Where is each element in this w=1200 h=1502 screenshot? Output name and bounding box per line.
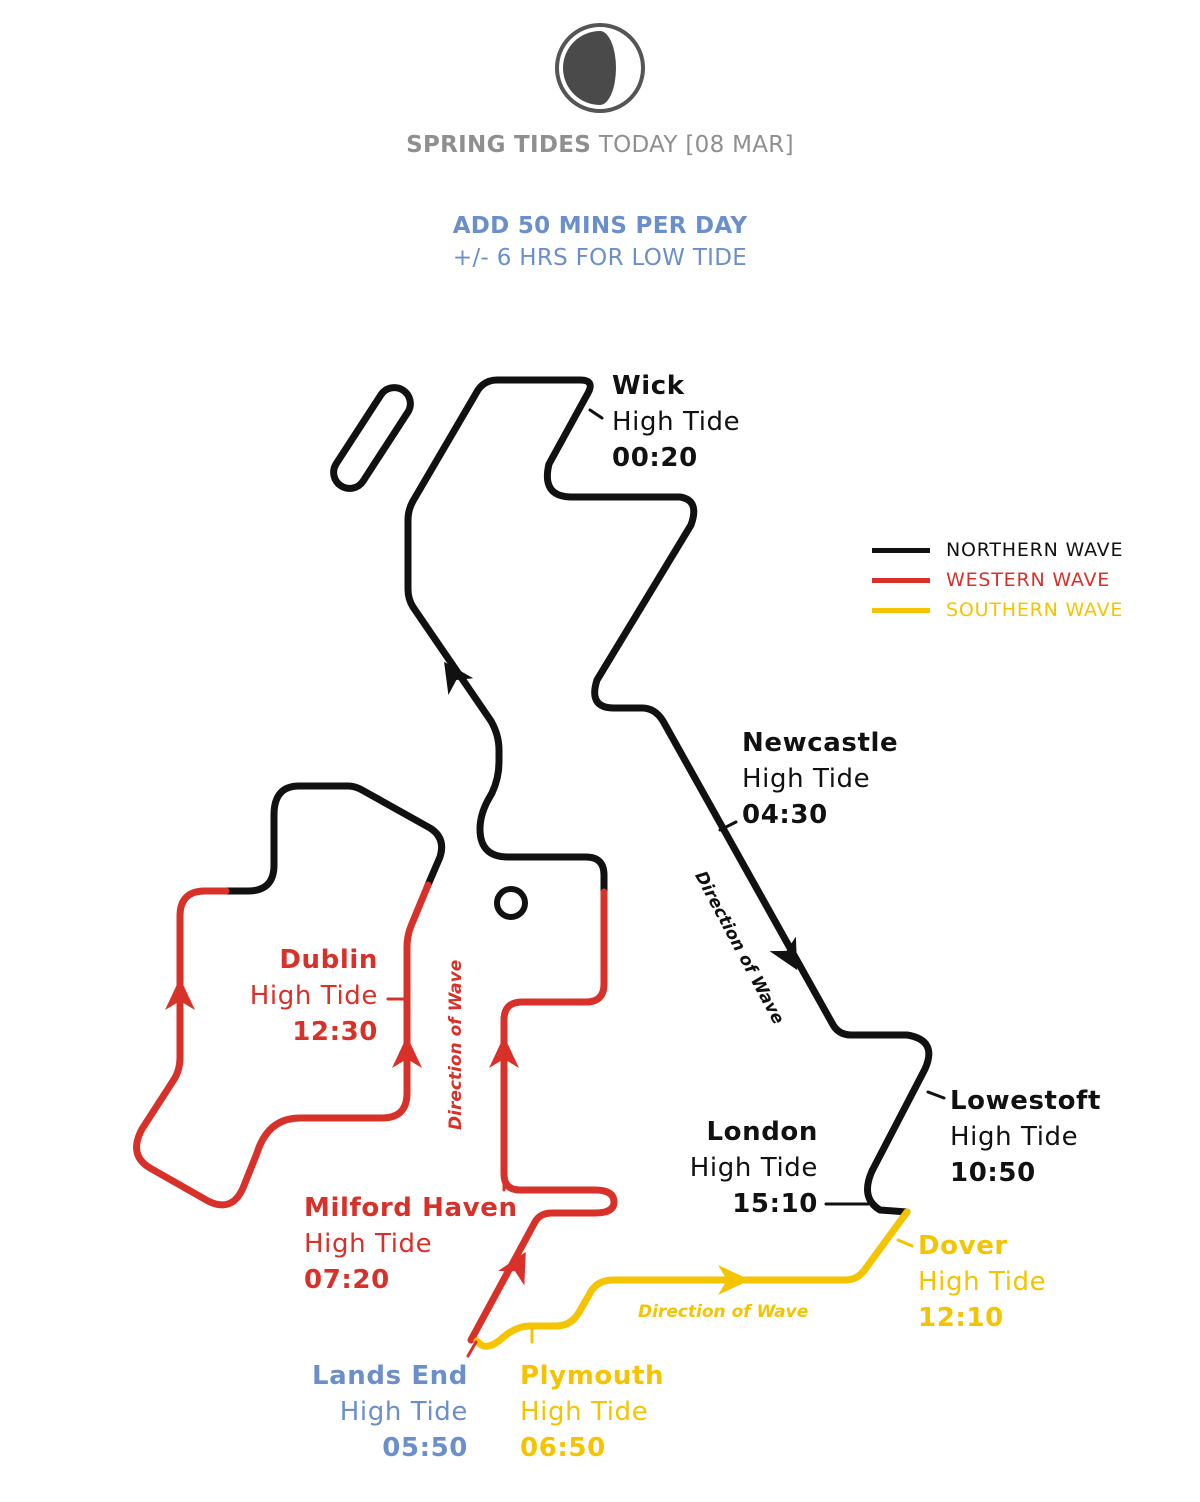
today-label: TODAY [08 MAR] [598,132,794,158]
port-time: 15:10 [732,1189,818,1219]
port-time: 10:50 [950,1158,1036,1188]
high-tide-label: High Tide [304,1229,433,1259]
low-tide-note: +/- 6 HRS FOR LOW TIDE [452,245,748,271]
legend-swatch [872,607,930,613]
port-time: 12:30 [292,1017,378,1047]
legend-swatch [872,577,930,583]
northern-wave-coast-ireland [222,782,446,895]
legend-item-southern: SOUTHERN WAVE [872,595,1123,625]
port-name: London [706,1117,818,1147]
spring-tides-label: SPRING TIDES [406,132,592,158]
arrow-up-icon [489,1036,519,1068]
hebrides-outline [330,384,414,492]
legend-label: WESTERN WAVE [946,569,1111,591]
port-time: 07:20 [304,1265,390,1295]
southern-wave-coast [473,1208,911,1350]
legend-swatch [872,547,930,553]
port-label-dublin: Dublin High Tide 12:30 [250,942,378,1050]
isle-of-man-outline [494,886,528,920]
arrow-right-icon [718,1265,750,1295]
port-time: 04:30 [742,800,828,830]
spring-tides-heading: SPRING TIDES TODAY [08 MAR] [0,132,1200,158]
port-name: Dover [918,1231,1008,1261]
high-tide-label: High Tide [689,1153,818,1183]
western-wave-coast-gb [467,888,618,1344]
port-name: Lowestoft [950,1086,1101,1116]
direction-label-south: Direction of Wave [638,1302,809,1322]
high-tide-label: High Tide [742,764,871,794]
arrow-up-icon [392,1036,422,1068]
arrow-up-icon [498,1252,526,1286]
legend-item-northern: NORTHERN WAVE [872,535,1123,565]
port-name: Lands End [311,1361,468,1391]
arrow-up-icon [444,661,474,695]
port-label-lands-end: Lands End High Tide 05:50 [312,1358,468,1466]
legend-item-western: WESTERN WAVE [872,565,1123,595]
port-name: Plymouth [520,1361,665,1391]
port-name: Newcastle [742,728,899,758]
high-tide-label: High Tide [249,981,378,1011]
port-time: 06:50 [520,1433,606,1463]
port-name: Milford Haven [304,1193,518,1223]
high-tide-label: High Tide [339,1397,468,1427]
port-name: Dublin [279,945,378,975]
arrow-up-icon [165,978,195,1010]
port-label-plymouth: Plymouth High Tide 06:50 [520,1358,664,1466]
port-time: 05:50 [382,1433,468,1463]
high-tide-label: High Tide [950,1122,1079,1152]
high-tide-label: High Tide [612,407,741,437]
port-label-lowestoft: Lowestoft High Tide 10:50 [950,1083,1101,1191]
western-wave-coast-ireland [133,881,432,1209]
port-label-wick: Wick High Tide 00:20 [612,368,740,476]
legend-label: SOUTHERN WAVE [946,599,1124,621]
port-label-dover: Dover High Tide 12:10 [918,1228,1046,1336]
northern-wave-coast-gb [404,376,933,1216]
direction-arrows [165,661,798,1295]
port-name: Wick [612,371,685,401]
port-time: 00:20 [612,443,698,473]
add-mins-note: ADD 50 MINS PER DAY [452,213,748,239]
high-tide-label: High Tide [520,1397,649,1427]
port-label-milford-haven: Milford Haven High Tide 07:20 [304,1190,518,1298]
high-tide-label: High Tide [918,1267,1047,1297]
direction-label-west: Direction of Wave [446,959,466,1130]
port-time: 12:10 [918,1303,1004,1333]
moon-phase-icon [555,23,645,113]
arrow-down-icon [769,936,798,971]
legend: NORTHERN WAVE WESTERN WAVE SOUTHERN WAVE [872,535,1123,625]
port-label-newcastle: Newcastle High Tide 04:30 [742,725,898,833]
legend-label: NORTHERN WAVE [946,539,1124,561]
port-label-london: London High Tide 15:10 [690,1114,818,1222]
